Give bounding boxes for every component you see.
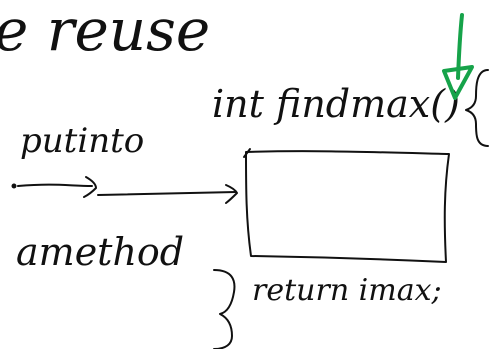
- put-label-text: putinto: [20, 121, 144, 161]
- signature-text: int findmax(): [212, 82, 460, 126]
- arrow-head-2: [225, 184, 238, 204]
- green-arrow-head: [442, 65, 474, 100]
- arrow-head-1: [83, 176, 97, 198]
- close-brace: [213, 269, 236, 350]
- arrow-shaft-2: [97, 191, 237, 196]
- return-statement-text: return imax;: [252, 273, 442, 308]
- open-brace: [465, 69, 489, 147]
- green-arrow: [442, 13, 474, 100]
- method-label-text: amethod: [16, 230, 184, 274]
- method-box-corner-mark: [243, 148, 251, 158]
- arrow-to-method: [11, 176, 238, 204]
- heading-text: e reuse: [0, 0, 210, 64]
- method-box: [245, 150, 450, 263]
- arrow-shaft-1: [17, 183, 93, 187]
- arrow-start-dot: [11, 183, 17, 189]
- green-arrow-stem: [456, 13, 464, 80]
